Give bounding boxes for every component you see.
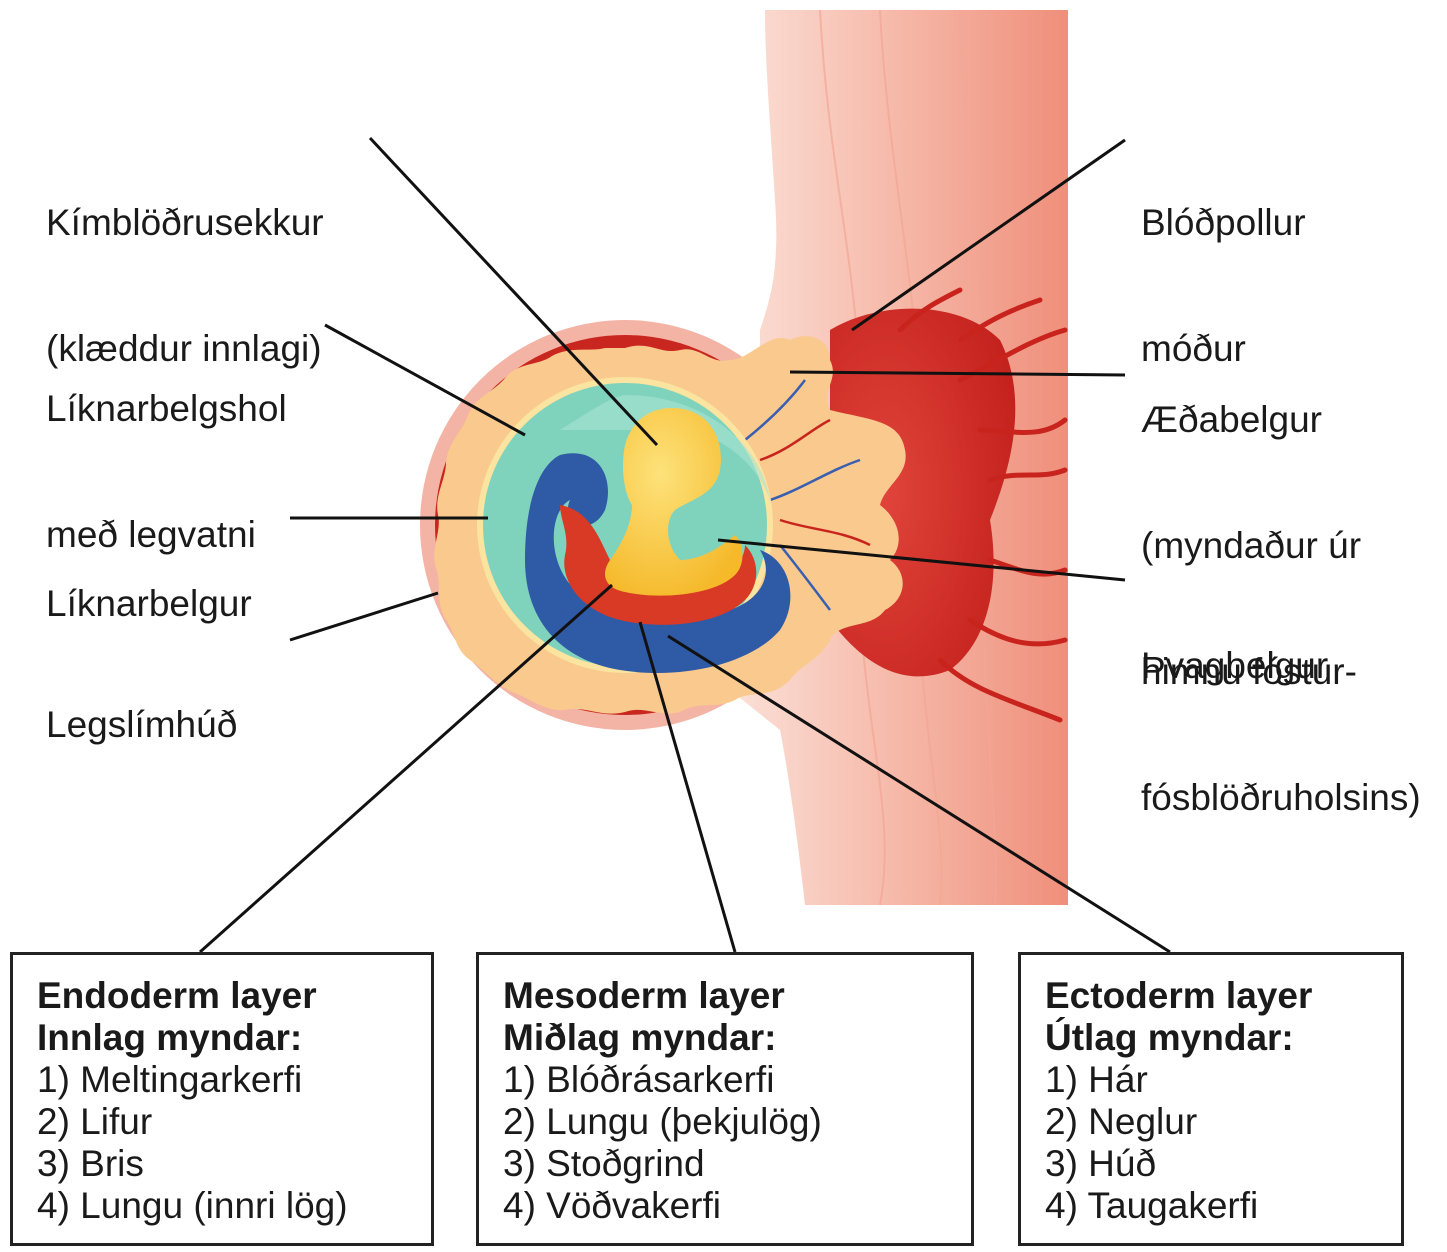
ectoderm-item: 1) Hár: [1045, 1059, 1148, 1100]
amniotic-cavity-inner: [560, 395, 770, 500]
endoderm-title: Endoderm layer: [37, 975, 317, 1016]
label-yolk-sac-line-1: Kímblöðrusekkur: [46, 202, 324, 243]
mesoderm-item: 1) Blóðrásarkerfi: [503, 1059, 775, 1100]
mesoderm-item: 2) Lungu (þekjulög): [503, 1101, 822, 1142]
label-allantois-line-1: Þvagbelgur: [1141, 645, 1329, 686]
ectoderm-item: 3) Húð: [1045, 1143, 1157, 1184]
leader-endoderm-box: [199, 583, 613, 954]
leader-endometrium: [289, 591, 439, 642]
label-maternal-blood-pool: Blóðpollur móður: [1141, 118, 1306, 412]
leader-mesoderm-box: [638, 621, 737, 953]
mesoderm-subtitle: Miðlag myndar:: [503, 1017, 777, 1058]
label-yolk-sac-line-2: (klæddur innlagi): [46, 328, 322, 369]
endoderm-item: 4) Lungu (innri lög): [37, 1185, 348, 1226]
ectoderm: [525, 453, 791, 674]
label-blood-pool-line-2: móður: [1141, 328, 1246, 369]
label-chorion-line-2: (myndaður úr: [1141, 525, 1362, 566]
label-chorion: Æðabelgur (myndaður úr himnu fóstur- fós…: [1141, 315, 1421, 861]
mesoderm-item: 4) Vöðvakerfi: [503, 1185, 721, 1226]
label-chorion-line-4: fósblöðruholsins): [1141, 777, 1421, 818]
endoderm-item: 2) Lifur: [37, 1101, 153, 1142]
mesoderm-item: 3) Stoðgrind: [503, 1143, 705, 1184]
ectoderm-title: Ectoderm layer: [1045, 975, 1313, 1016]
label-endometrium: Legslímhúð: [46, 620, 237, 788]
label-amniotic-cavity: Líknarbelgshol með legvatni: [46, 304, 287, 598]
label-amniotic-cavity-line-2: með legvatni: [46, 514, 256, 555]
leader-amniotic-cavity: [324, 323, 526, 437]
ectoderm-item: 2) Neglur: [1045, 1101, 1198, 1142]
chorion-vessels: [744, 379, 871, 611]
endoderm-yolk-sac: [605, 408, 743, 596]
mesoderm-title: Mesoderm layer: [503, 975, 785, 1016]
ectoderm-subtitle: Útlag myndar:: [1045, 1017, 1294, 1058]
leader-chorion: [789, 370, 1126, 377]
label-amnion: Líknarbelgur: [46, 499, 252, 667]
label-blood-pool-line-1: Blóðpollur: [1141, 202, 1306, 243]
endoderm-item: 1) Meltingarkerfi: [37, 1059, 303, 1100]
leader-blood-pool: [851, 138, 1126, 332]
ectoderm-box: Ectoderm layer Útlag myndar: 1) Hár 2) N…: [1018, 952, 1404, 1246]
mesoderm-box: Mesoderm layer Miðlag myndar: 1) Blóðrás…: [476, 952, 974, 1246]
label-chorion-line-3: himnu fóstur-: [1141, 651, 1357, 692]
endoderm-box: Endoderm layer Innlag myndar: 1) Melting…: [10, 952, 434, 1246]
leader-lines: [199, 136, 1171, 954]
label-allantois: Þvagbelgur: [1141, 561, 1328, 729]
leader-ectoderm-box: [667, 634, 1171, 954]
mesoderm: [560, 505, 757, 625]
ectoderm-item: 4) Taugakerfi: [1045, 1185, 1259, 1226]
label-chorion-line-1: Æðabelgur: [1141, 399, 1323, 440]
label-amniotic-cavity-line-1: Líknarbelgshol: [46, 388, 287, 429]
leader-yolk-sac: [368, 136, 659, 447]
endoderm-subtitle: Innlag myndar:: [37, 1017, 303, 1058]
label-yolk-sac: Kímblöðrusekkur (klæddur innlagi): [46, 118, 324, 412]
leader-allantois: [717, 538, 1126, 582]
label-amnion-line-1: Líknarbelgur: [46, 583, 252, 624]
endoderm-item: 3) Bris: [37, 1143, 144, 1184]
label-endometrium-line-1: Legslímhúð: [46, 704, 238, 745]
